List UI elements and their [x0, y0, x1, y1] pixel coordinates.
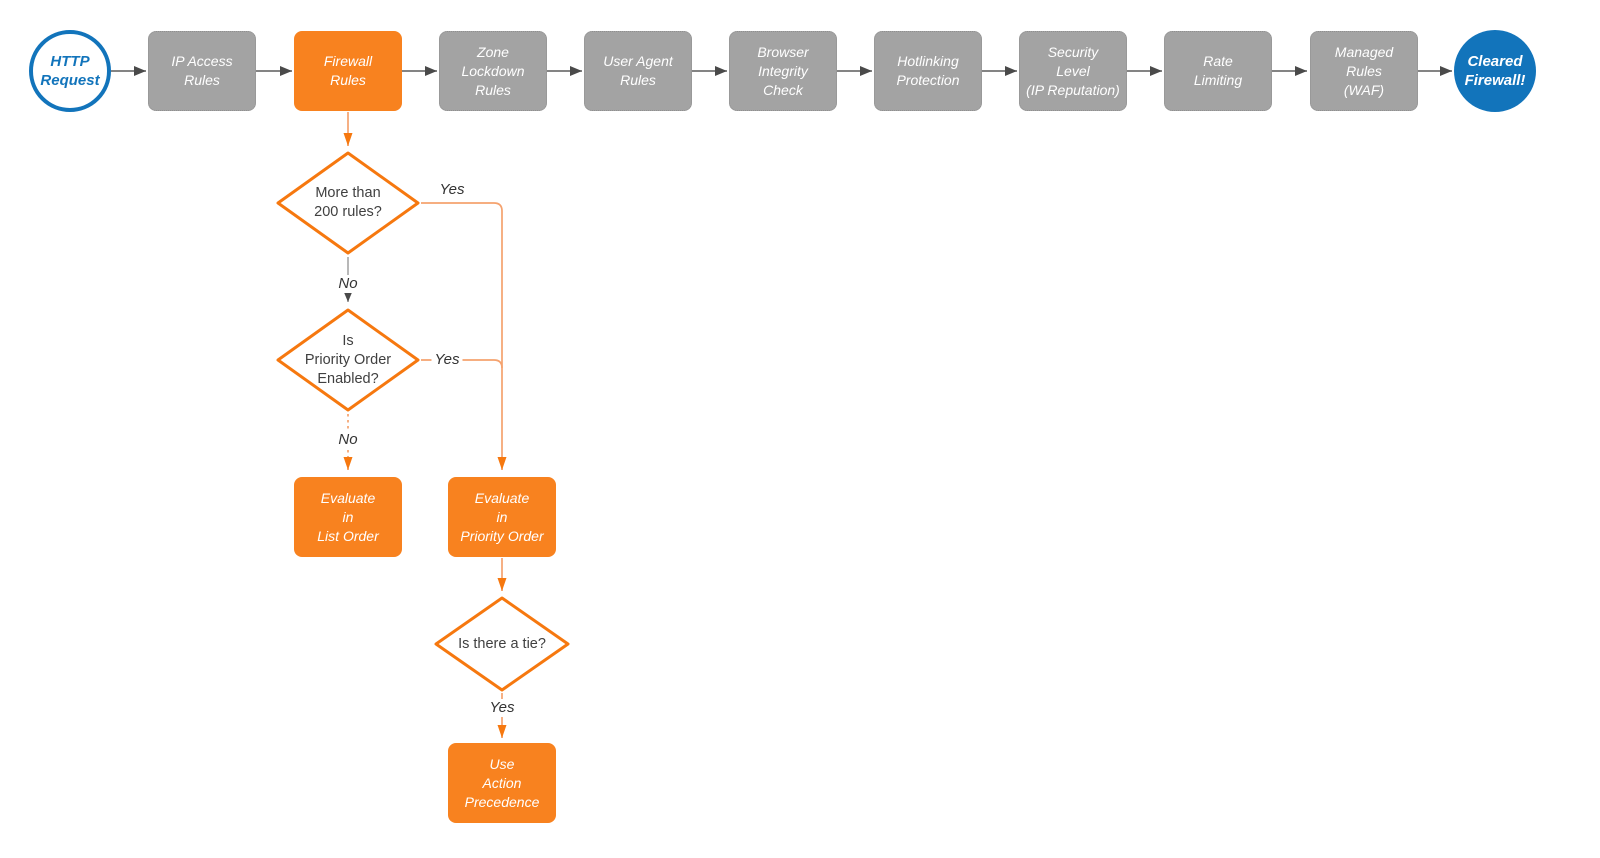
- action-use-action-precedence: Use Action Precedence: [448, 743, 556, 823]
- connector-decision-2-yes: [421, 359, 503, 369]
- edge-label-decision-1-no: No: [335, 275, 361, 293]
- decision-priority-order-enabled-label: Is Priority Order Enabled?: [304, 332, 392, 387]
- decision-more-than-200-rules: More than 200 rules?: [276, 151, 420, 255]
- action-evaluate-list-order: Evaluate in List Order: [294, 477, 402, 557]
- node-security-level-label: Security Level (IP Reputation): [1026, 43, 1120, 98]
- node-cleared-firewall: Cleared Firewall!: [1454, 30, 1536, 112]
- edge-label-decision-3-yes: Yes: [486, 699, 518, 717]
- node-user-agent-rules: User Agent Rules: [584, 31, 692, 111]
- node-browser-integrity-check: Browser Integrity Check: [729, 31, 837, 111]
- node-zone-lockdown-rules-label: Zone Lockdown Rules: [461, 43, 525, 98]
- decision-is-there-a-tie-label: Is there a tie?: [458, 635, 546, 652]
- node-firewall-rules: Firewall Rules: [294, 31, 402, 111]
- node-ip-access-rules-label: IP Access Rules: [171, 53, 233, 88]
- node-browser-integrity-check-label: Browser Integrity Check: [757, 43, 809, 98]
- node-http-request-label: HTTP Request: [40, 53, 100, 89]
- node-security-level: Security Level (IP Reputation): [1019, 31, 1127, 111]
- node-zone-lockdown-rules: Zone Lockdown Rules: [439, 31, 547, 111]
- edge-label-decision-1-yes: Yes: [436, 181, 468, 199]
- edge-label-decision-2-no: No: [335, 431, 361, 449]
- diamond-shape: [434, 596, 570, 692]
- action-evaluate-priority-order: Evaluate in Priority Order: [448, 477, 556, 557]
- node-managed-rules-waf-label: Managed Rules (WAF): [1334, 43, 1394, 98]
- node-http-request: HTTP Request: [29, 30, 111, 112]
- diamond-shape: [276, 151, 420, 255]
- node-firewall-rules-label: Firewall Rules: [323, 53, 373, 88]
- action-evaluate-list-order-label: Evaluate in List Order: [317, 489, 379, 544]
- decision-is-there-a-tie: Is there a tie?: [434, 596, 570, 692]
- decision-priority-order-enabled: Is Priority Order Enabled?: [276, 308, 420, 412]
- action-evaluate-priority-order-label: Evaluate in Priority Order: [460, 489, 544, 544]
- decision-more-than-200-rules-label: More than 200 rules?: [314, 185, 382, 220]
- action-use-action-precedence-label: Use Action Precedence: [464, 755, 540, 810]
- edge-label-decision-2-yes: Yes: [431, 351, 463, 369]
- node-rate-limiting: Rate Limiting: [1164, 31, 1272, 111]
- node-ip-access-rules: IP Access Rules: [148, 31, 256, 111]
- node-hotlinking-protection-label: Hotlinking Protection: [896, 53, 960, 88]
- node-rate-limiting-label: Rate Limiting: [1193, 53, 1243, 88]
- node-hotlinking-protection: Hotlinking Protection: [874, 31, 982, 111]
- connector-decision-1-yes: [421, 202, 507, 470]
- node-managed-rules-waf: Managed Rules (WAF): [1310, 31, 1418, 111]
- node-user-agent-rules-label: User Agent Rules: [603, 53, 673, 88]
- node-cleared-firewall-label: Cleared Firewall!: [1464, 53, 1526, 89]
- diamond-shape: [276, 308, 420, 412]
